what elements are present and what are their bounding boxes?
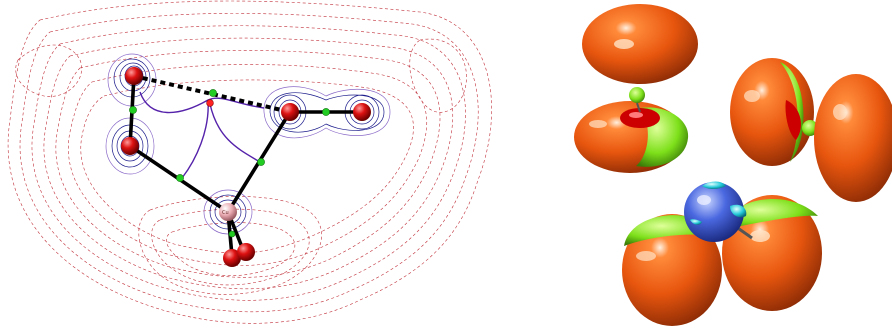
- contour-map-panel: Cu: [7, 0, 492, 324]
- orbital-isosurface-panel: [574, 4, 892, 326]
- oxygen-atom: [353, 103, 371, 121]
- central-atom-sphere: [684, 181, 753, 242]
- bond-critical-point: [228, 230, 236, 238]
- bond-critical-point: [176, 174, 184, 182]
- metal-atom: [219, 203, 237, 221]
- oxygen-atom: [121, 137, 139, 155]
- metal-atom-label: Cu: [222, 210, 229, 216]
- critical-points: [129, 89, 330, 238]
- positive-contours-metal: [203, 189, 253, 235]
- atoms: Cu: [121, 67, 371, 267]
- lobe-bottom-pair: [622, 195, 822, 326]
- ring-critical-point: [206, 99, 214, 107]
- bonds: [128, 74, 364, 258]
- lobe-top: [582, 4, 698, 84]
- bond-critical-point: [209, 89, 217, 97]
- lobe-mid-right-pair: [730, 58, 892, 202]
- oxygen-atom: [281, 103, 299, 121]
- oxygen-atom: [237, 243, 255, 261]
- bond-critical-point: [257, 158, 265, 166]
- lobe-mid-left: [574, 101, 689, 173]
- oxygen-atom: [223, 249, 241, 267]
- bond-critical-point: [129, 106, 137, 114]
- small-green-node: [629, 87, 645, 113]
- negative-contours: [7, 0, 492, 324]
- oxygen-atom: [125, 67, 143, 85]
- bond-critical-point: [322, 108, 330, 116]
